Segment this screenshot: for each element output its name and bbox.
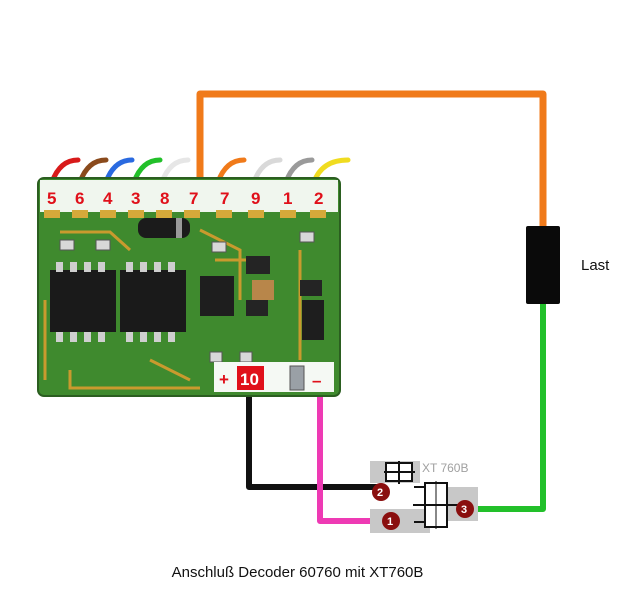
xt760b-module: XT 760B: [370, 461, 478, 533]
decoder-pin-label: 5: [47, 189, 56, 208]
load-label: Last: [581, 257, 610, 274]
decoder-pin-label: 8: [160, 189, 169, 208]
xt760b-node-3: 3: [456, 500, 474, 518]
svg-text:2: 2: [377, 487, 383, 499]
pin-minus-label: –: [312, 371, 321, 390]
load-component: [526, 226, 560, 304]
svg-text:1: 1: [387, 516, 393, 528]
decoder-pin-label: 1: [283, 189, 292, 208]
decoder-pin-label: 2: [314, 189, 323, 208]
magenta-wire: [317, 392, 382, 524]
black-wire: [246, 384, 380, 490]
decoder-pin-label: 7: [220, 189, 229, 208]
pin-plus-label: +: [219, 370, 229, 389]
decoder-pin-label: 7: [189, 189, 198, 208]
xt760b-node-1: 1: [382, 512, 400, 530]
xt760b-label: XT 760B: [422, 461, 468, 475]
decoder-pin-label: 9: [251, 189, 260, 208]
pin-10-label: 10: [240, 370, 259, 389]
svg-text:3: 3: [461, 504, 467, 516]
green-wire: [472, 302, 546, 512]
decoder-pin-label: 3: [131, 189, 140, 208]
decoder-pin-label: 4: [103, 189, 113, 208]
xt760b-node-2: 2: [372, 483, 390, 501]
diagram-caption: Anschluß Decoder 60760 mit XT760B: [171, 564, 424, 581]
orange-wire: [196, 90, 547, 228]
decoder-board: [37, 177, 341, 397]
decoder-pin-label: 6: [75, 189, 84, 208]
